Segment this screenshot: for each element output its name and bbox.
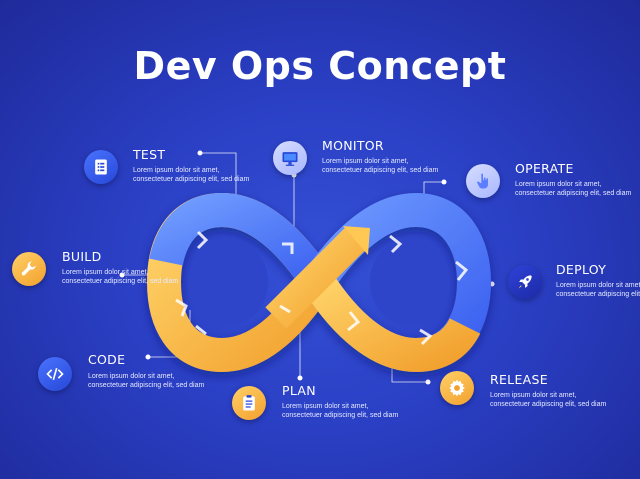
stage-icon-plan: [232, 386, 266, 420]
stage-icon-release: [440, 371, 474, 405]
stage-desc-code: Lorem ipsum dolor sit amet, consectetuer…: [88, 373, 205, 389]
stage-desc-test: Lorem ipsum dolor sit amet, consectetuer…: [133, 167, 250, 183]
page-title: Dev Ops Concept: [133, 44, 507, 88]
stage-desc-operate: Lorem ipsum dolor sit amet, consectetuer…: [515, 181, 632, 197]
stage-label-build: BUILD: [62, 249, 102, 264]
stage-label-release: RELEASE: [490, 372, 548, 387]
stage-label-operate: OPERATE: [515, 161, 574, 176]
stage-icon-build: [12, 252, 46, 286]
gear-icon: [449, 379, 465, 397]
checklist-icon: [95, 159, 107, 175]
hand-pointer-icon: [477, 173, 488, 189]
rocket-icon: [518, 275, 532, 289]
stage-icon-operate: [466, 164, 500, 198]
stage-icon-code: [38, 357, 72, 391]
stage-icon-deploy: [508, 265, 542, 299]
stage-desc-deploy: Lorem ipsum dolor sit amet, consectetuer…: [556, 282, 640, 298]
stage-label-test: TEST: [133, 147, 166, 162]
clipboard-icon: [243, 395, 255, 411]
stage-label-code: CODE: [88, 352, 126, 367]
stage-desc-monitor: Lorem ipsum dolor sit amet, consectetuer…: [322, 158, 439, 174]
stage-label-deploy: DEPLOY: [556, 262, 607, 277]
stage-icon-test: [84, 150, 118, 184]
stage-desc-release: Lorem ipsum dolor sit amet, consectetuer…: [490, 392, 607, 408]
stage-desc-plan: Lorem ipsum dolor sit amet, consectetuer…: [282, 403, 399, 419]
stage-desc-build: Lorem ipsum dolor sit amet, consectetuer…: [62, 269, 179, 285]
wrench-icon: [21, 261, 36, 276]
stage-label-monitor: MONITOR: [322, 138, 384, 153]
stage-label-plan: PLAN: [282, 383, 316, 398]
stage-icon-monitor: [273, 141, 307, 175]
monitor-icon: [282, 152, 298, 166]
code-brackets-icon: [46, 367, 64, 381]
